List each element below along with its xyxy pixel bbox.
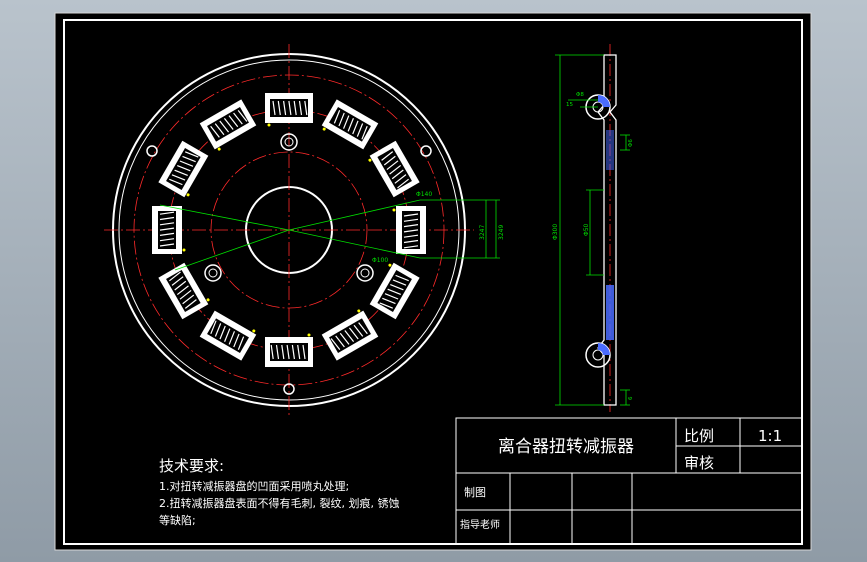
- dim-side-b: 3249: [498, 225, 505, 240]
- dim-section-total: Φ300: [552, 224, 559, 240]
- frame-border: [63, 19, 803, 545]
- spring-window: [199, 99, 257, 151]
- spring-window: [158, 262, 210, 320]
- section-rivet-bottom-hatch: [598, 343, 610, 355]
- spring-window: [265, 93, 313, 127]
- section-view: Φ300 Φ50 Φ8 15 Φ6 6: [552, 44, 634, 412]
- scale-value: 1:1: [758, 427, 782, 445]
- section-dimensions: [555, 54, 630, 406]
- rivet-hole: [420, 145, 432, 157]
- drawing-title: 离合器扭转减振器: [498, 437, 634, 457]
- dim-front-dia-top: Φ140: [416, 191, 432, 198]
- spring-window: [158, 140, 209, 198]
- dimension-lines: [159, 199, 500, 271]
- section-rivet-top-hatch: [598, 95, 610, 107]
- rivet-hole: [204, 264, 222, 282]
- rivet-hole: [146, 145, 158, 157]
- spring-window: [265, 333, 313, 367]
- section-outline: [597, 54, 617, 406]
- dim-section-top-b: 15: [566, 102, 573, 108]
- spring-window: [152, 206, 186, 254]
- dim-front-dia-bottom: Φ100: [372, 257, 388, 264]
- section-hatch-mid: [606, 285, 614, 340]
- spring-window: [321, 99, 379, 150]
- requirement-line-3: 等缺陷;: [159, 513, 196, 527]
- spring-window: [369, 262, 420, 320]
- review-label: 审核: [684, 454, 714, 472]
- dim-section-top-a: Φ8: [576, 92, 584, 98]
- dim-section-bottom: 6: [628, 396, 634, 400]
- spring-window: [199, 310, 257, 361]
- dim-section-mid: Φ50: [583, 223, 590, 236]
- spring-window: [321, 309, 379, 361]
- scale-label: 比例: [684, 427, 714, 445]
- title-block: [455, 417, 803, 545]
- rivet-hole: [283, 383, 295, 395]
- rivet-hole: [280, 133, 298, 151]
- section-hatch-top: [606, 130, 614, 170]
- rivet-hole-inner: [284, 137, 294, 147]
- advisor-label: 指导老师: [460, 518, 500, 531]
- rivet-hole-inner: [360, 268, 370, 278]
- dim-section-small: Φ6: [628, 139, 634, 147]
- requirements-heading: 技术要求:: [159, 457, 224, 475]
- requirement-line-2: 2.扭转减振器盘表面不得有毛刺, 裂纹, 划痕, 锈蚀: [159, 496, 399, 510]
- spring-window: [368, 140, 420, 198]
- rivet-holes: [146, 133, 432, 395]
- requirement-line-1: 1.对扭转减振器盘的凹面采用喷丸处理;: [159, 479, 349, 493]
- spring-windows: [152, 93, 426, 367]
- drawn-by-label: 制图: [464, 486, 486, 499]
- rivet-hole-inner: [208, 268, 218, 278]
- rivet-hole: [356, 264, 374, 282]
- spring-window: [392, 206, 426, 254]
- dim-side-a: 3247: [479, 225, 486, 240]
- front-view: Φ140 Φ100 3247 3249: [104, 44, 505, 416]
